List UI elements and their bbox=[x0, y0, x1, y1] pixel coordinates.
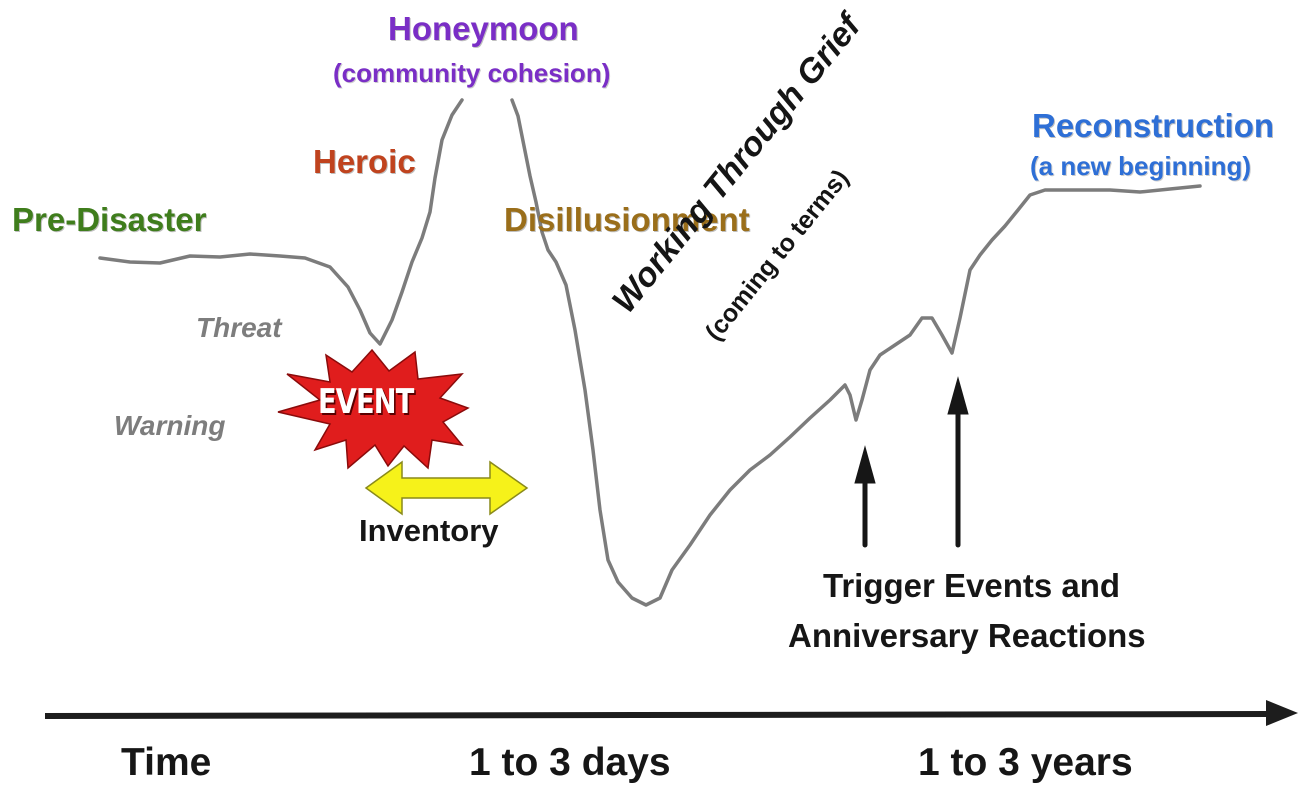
inventory-double-arrow-icon bbox=[364, 460, 529, 516]
threat-label: Threat bbox=[196, 312, 282, 343]
reconstruction-label: Reconstruction bbox=[1032, 107, 1275, 144]
trigger-arrow-2-head bbox=[947, 376, 969, 415]
response-curve bbox=[98, 98, 1202, 607]
axis-time-label: Time bbox=[121, 741, 212, 784]
heroic-label: Heroic bbox=[313, 143, 416, 180]
axis-days-label: 1 to 3 days bbox=[469, 741, 671, 784]
reconstruction-sublabel: (a new beginning) bbox=[1030, 151, 1251, 181]
event-burst-icon bbox=[277, 348, 470, 470]
time-axis-line bbox=[44, 711, 1269, 719]
axis-years-label: 1 to 3 years bbox=[918, 741, 1133, 784]
time-axis-arrowhead-icon bbox=[1266, 700, 1298, 726]
honeymoon-sublabel: (community cohesion) bbox=[333, 58, 611, 88]
trigger-events-label-line2: Anniversary Reactions bbox=[788, 617, 1146, 654]
honeymoon-label: Honeymoon bbox=[388, 10, 579, 47]
trigger-arrows bbox=[854, 376, 969, 548]
disillusionment-label: Disillusionment bbox=[504, 201, 750, 238]
trigger-events-label-line1: Trigger Events and bbox=[823, 567, 1121, 604]
pre-disaster-label: Pre-Disaster bbox=[12, 201, 207, 238]
time-axis-arrow bbox=[44, 700, 1298, 726]
event-label: EVENT bbox=[318, 382, 414, 422]
warning-label: Warning bbox=[114, 410, 226, 441]
inventory-label: Inventory bbox=[359, 513, 499, 548]
trigger-arrow-1-head bbox=[854, 445, 876, 484]
